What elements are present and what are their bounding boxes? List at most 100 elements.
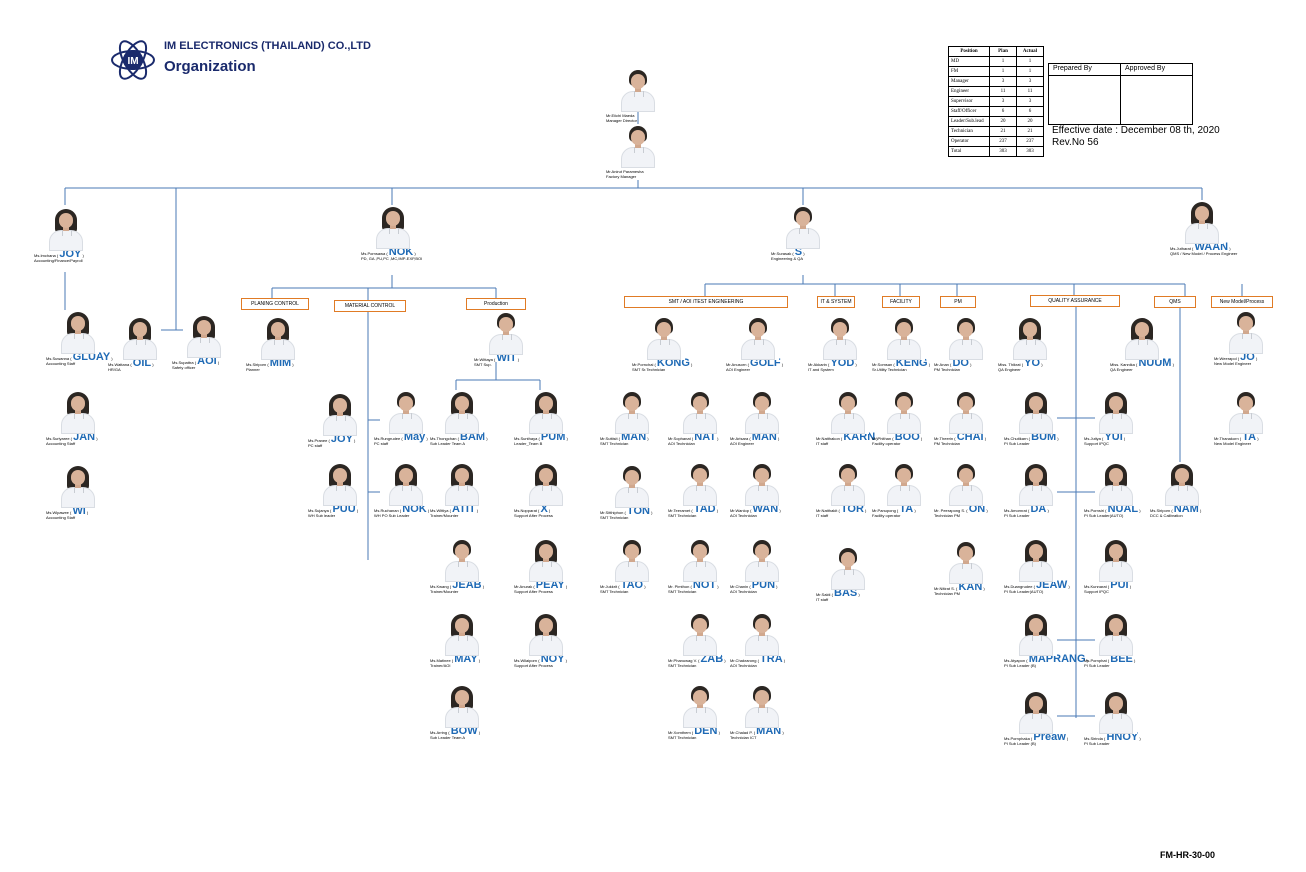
employee-role: Technician PM (934, 513, 961, 518)
employee-nickname: NUUM (1138, 357, 1172, 369)
employee-photo (1009, 316, 1051, 360)
employee-role: Trainer/AOI (430, 663, 451, 668)
employee-role: Technician PM (934, 591, 961, 596)
employee-nickname: MAPRANG (1028, 653, 1086, 665)
employee-role: PM Technician (934, 441, 960, 446)
dept-qa: QUALITY ASSURANCE (1030, 295, 1120, 307)
employee-name: Ms.Sujanya (308, 508, 329, 513)
employee-photo (883, 390, 925, 434)
employee-nickname: JOY (59, 248, 82, 260)
employee-name: Mr. Peerapong S. (934, 508, 966, 513)
employee-role: IT and System (808, 367, 834, 372)
employee-card: Mr.Phanuwag V. ( ZAB )SMT Technician (668, 612, 732, 668)
employee-nickname: KONG (656, 357, 690, 369)
employee-card: Mr.Teeramet ( TAD )SMT Technician (668, 462, 732, 518)
employee-photo (1015, 690, 1057, 734)
dept-production: Production (466, 298, 526, 310)
employee-role: Trainer/Mounter (430, 589, 459, 594)
employee-name-line: Mr.Akkarin ( YOD ) (808, 357, 857, 369)
employee-role: Support After Process (514, 663, 553, 668)
svg-text:IM: IM (127, 56, 138, 67)
employee-card: Ms.Pornsawa ( NOK )PD, GA ,PU,PC ,MC,IMP… (361, 205, 425, 261)
employee-nickname: ATIT (452, 503, 476, 515)
employee-card: Ms.Suwanna ( GLUAY )Accounting Staff (46, 310, 113, 366)
employee-photo (679, 612, 721, 656)
employee-card: Ms.Kunnarat ( PUI )Support IPQC (1084, 538, 1148, 594)
employee-role: PI Sub Leader(AUTO) (1084, 513, 1124, 518)
employee-card: Mr.Weerapol ( JO )New Model Engineer (1214, 310, 1278, 366)
employee-card: Ms.Jutiya ( YUI )Support IPQC (1084, 390, 1148, 446)
employee-name-line: Mr.Phithan ( BOO ) (872, 431, 923, 443)
employee-card: Ms.Matinee ( MAY )Trainer/AOI (430, 612, 494, 668)
employee-photo (385, 390, 427, 434)
employee-card: Mr. Peerapong S. ( ON )Technician PM (934, 462, 998, 518)
dept-newmodel: New Model/Process (1211, 296, 1273, 308)
employee-name: Miss. Kannika (1110, 362, 1135, 367)
employee-role: Accounting Staff (46, 515, 76, 520)
employee-nickname: JAN (73, 431, 96, 443)
employee-nickname: WIT (496, 352, 517, 364)
employee-nickname: JEAW (1036, 579, 1068, 591)
employee-photo (611, 538, 653, 582)
employee-role: PC staff (374, 441, 389, 446)
employee-name: Mr.Suttisit (600, 436, 618, 441)
employee-name-line: Mr.Natthakit ( TOR ) (816, 503, 867, 515)
employee-card: Ms.Sujanya ( PUU )WH Sub leader (308, 462, 372, 518)
employee-name: Mr.Wittaya (474, 357, 493, 362)
employee-name-line: Ms.Kunnarat ( PUI ) (1084, 579, 1132, 591)
employee-name: Ms.Amornrat (1004, 508, 1027, 513)
employee-photo (485, 311, 527, 355)
employee-nickname: Wi (72, 505, 86, 517)
employee-name-line: Ms.Pranee ( JOY ) (308, 433, 356, 445)
employee-role: PD, GA ,PU,PC ,MC,IMP-EXP,BOI (361, 256, 423, 261)
employee-name: Mr.Weerapol (1214, 356, 1237, 361)
employee-name-line: Mr.Theerin ( CHAI ) (934, 431, 987, 443)
employee-role: PI Sub Leader (1004, 441, 1030, 446)
employee-nickname: NOK (402, 503, 427, 515)
employee-card: Mr.Anusorn ( GOLF )AOI Engineer (726, 316, 790, 372)
employee-photo (827, 462, 869, 506)
employee-nickname: JO (1240, 351, 1255, 363)
employee-name-line: Mr.Weerapol ( JO ) (1214, 351, 1258, 363)
employee-card: Mr.Sakti ( BAS )IT staff (816, 546, 880, 602)
employee-role: Sub Leader Team A (430, 735, 466, 740)
employee-name-line: Ms.Pornphaka ( Preaw ) (1004, 731, 1069, 743)
employee-photo (525, 538, 567, 582)
employee-nickname: NOT (692, 579, 717, 591)
employee-nickname: BOO (894, 431, 920, 443)
employee-nickname: DEN (694, 725, 718, 737)
employee-name-line: Miss. Thikrat ( YO ) (998, 357, 1043, 369)
employee-role: Sr.Utility Technician (872, 367, 907, 372)
employee-name: Mr.Wanlop (730, 508, 749, 513)
employee-role: Support IPQC (1084, 589, 1109, 594)
employee-role: PI Sub Leader (1004, 513, 1030, 518)
employee-role: Facility operator (872, 441, 901, 446)
employee-role: AOI Technician (730, 663, 757, 668)
employee-nickname: YO (1024, 357, 1041, 369)
employee-card: Ms.Imchana ( JOY )Accounting/Finance/Pay… (34, 207, 98, 263)
employee-card: Ms.Thongchan ( BAM )Sub Leader Team A (430, 390, 494, 446)
employee-nickname: GLUAY (72, 351, 111, 363)
employee-name: Mr.Anurak (514, 584, 533, 589)
employee-card: Ms.Chutikarn ( BUM )PI Sub Leader (1004, 390, 1068, 446)
employee-nickname: DO (952, 357, 969, 369)
employee-photo (1015, 612, 1057, 656)
employee-role: PM Technician (934, 367, 960, 372)
employee-name-line: Mr.Suttisit ( MAN ) (600, 431, 649, 443)
employee-name: Ms.Duangrudee (1004, 584, 1033, 589)
actual-cell: 303 (1016, 146, 1044, 157)
employee-nickname: TON (626, 505, 650, 517)
employee-name: Mr.Theerin (934, 436, 954, 441)
employee-name: Ms.Pornsiri (1084, 508, 1105, 513)
employee-card: Mr.Sophanat ( NAT )AOI Technician (668, 390, 732, 446)
dept-pm: PM (940, 296, 976, 308)
employee-photo (183, 314, 225, 358)
employee-photo (57, 310, 99, 354)
employee-nickname: Preaw (1033, 731, 1066, 743)
employee-nickname: TAO (620, 579, 644, 591)
employee-role: Engineering & QA (771, 256, 804, 261)
employee-card: Ms.Pornphat ( BEE )PI Sub Leader (1084, 612, 1148, 668)
dept-it: IT & SYSTEM (817, 296, 855, 308)
employee-name: Mr.Sakti (816, 592, 831, 597)
